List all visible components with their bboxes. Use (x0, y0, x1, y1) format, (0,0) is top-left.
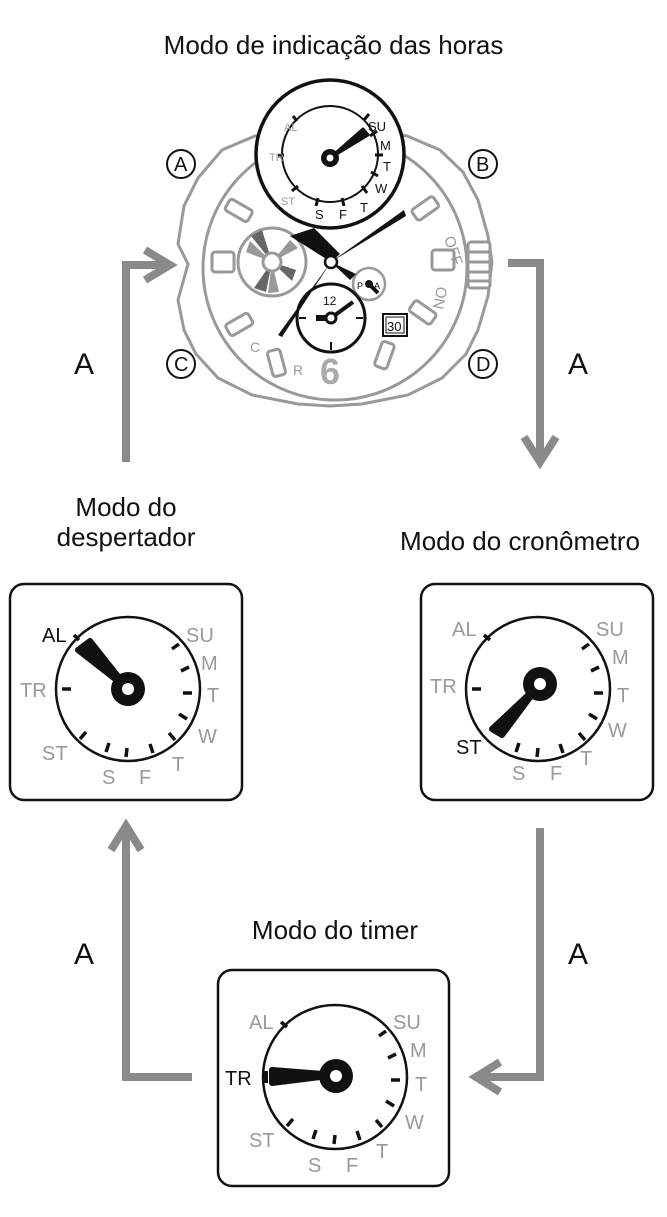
button-d-label: D (476, 354, 490, 376)
svg-text:P: P (357, 281, 363, 291)
svg-text:T: T (376, 1141, 388, 1163)
arrow-stopwatch-to-timer (478, 828, 544, 1081)
svg-text:W: W (608, 720, 627, 742)
stopwatch-st-label: ST (456, 737, 482, 759)
bezel-r-label: R (293, 362, 303, 378)
svg-text:ST: ST (281, 196, 295, 208)
svg-text:M: M (380, 138, 391, 153)
button-b-label: B (476, 154, 489, 176)
alarm-hand (75, 638, 131, 692)
time-mode-title: Modo de indicação das horas (163, 30, 504, 60)
svg-text:W: W (375, 181, 388, 196)
arrow-head-right (142, 246, 178, 284)
button-c-label: C (174, 354, 188, 376)
svg-text:ST: ST (249, 1130, 275, 1152)
alarm-mode-title-line1: Modo do (75, 492, 177, 522)
crown-on-label: ON (429, 285, 450, 310)
arrow-label-left-lower: A (74, 938, 95, 971)
svg-text:TR: TR (430, 676, 457, 698)
svg-text:W: W (405, 1112, 424, 1134)
svg-text:SU: SU (393, 1012, 421, 1034)
svg-text:SU: SU (368, 119, 386, 134)
timer-hand (269, 1067, 339, 1086)
alarm-mode-title: Modo do despertador (36, 492, 216, 552)
svg-text:T: T (415, 1074, 427, 1096)
button-a-label: A (174, 154, 188, 176)
svg-text:T: T (172, 754, 184, 776)
arrow-time-to-stopwatch (508, 259, 544, 460)
svg-text:F: F (139, 767, 151, 789)
arrow-label-right-lower: A (568, 938, 589, 971)
arrow-head-left (468, 1058, 503, 1096)
button-c-circle (166, 349, 196, 379)
svg-text:AL: AL (249, 1012, 273, 1034)
svg-text:AL: AL (284, 122, 297, 134)
svg-text:SU: SU (596, 619, 624, 641)
flow-arrows (107, 246, 560, 1096)
svg-text:T: T (207, 685, 219, 707)
svg-text:AL: AL (452, 619, 476, 641)
button-d-circle (468, 349, 498, 379)
timer-mode-title: Modo do timer (251, 915, 419, 945)
pa-dial: P A (351, 266, 387, 302)
arrow-head-down (520, 434, 560, 470)
alarm-mode-panel: AL SU M T W T F S ST TR (8, 582, 244, 802)
svg-text:M: M (612, 647, 629, 669)
date-window: 30 (382, 313, 408, 337)
arrow-alarm-to-time (122, 261, 168, 462)
svg-text:S: S (512, 763, 525, 785)
alarm-mode-title-line2: despertador (56, 522, 196, 552)
stopwatch-mode-panel: AL SU M T W T F S ST TR (419, 582, 655, 802)
svg-text:T: T (580, 748, 592, 770)
svg-text:M: M (410, 1040, 427, 1062)
svg-text:A: A (374, 281, 380, 291)
button-a-circle (166, 149, 196, 179)
crown (466, 240, 492, 290)
alarm-al-label: AL (42, 625, 66, 647)
main-hands (278, 210, 406, 337)
svg-text:ST: ST (42, 743, 68, 765)
sub-dial-bottom: 12 (295, 282, 367, 354)
svg-text:W: W (198, 726, 217, 748)
arrow-label-right-upper: A (568, 348, 589, 381)
bezel-c-label: C (250, 339, 260, 355)
svg-text:S: S (315, 207, 324, 222)
arrow-label-left-upper: A (74, 348, 95, 381)
svg-text:T: T (383, 159, 391, 174)
arrow-timer-to-alarm (122, 828, 192, 1081)
svg-text:M: M (201, 653, 218, 675)
svg-text:F: F (550, 763, 562, 785)
svg-text:F: F (339, 207, 347, 222)
svg-text:TR: TR (269, 152, 284, 164)
svg-text:12: 12 (323, 294, 337, 308)
timer-tr-label: TR (225, 1068, 252, 1090)
watch-illustration: OFF ON C R 6 P A 12 (176, 78, 494, 408)
svg-text:F: F (346, 1155, 358, 1177)
stopwatch-hand (489, 681, 543, 738)
hour-markers (210, 195, 456, 378)
svg-text:T: T (617, 685, 629, 707)
six-numeral: 6 (320, 351, 340, 392)
timer-mode-panel: AL SU M T W T F S ST TR (216, 968, 451, 1188)
svg-text:SU: SU (186, 625, 214, 647)
svg-text:S: S (308, 1155, 321, 1177)
weekday-dial: AL SU M T W T F S ST TR (254, 78, 406, 230)
stopwatch-mode-title: Modo do cronômetro (400, 526, 640, 556)
svg-text:S: S (102, 767, 115, 789)
svg-text:T: T (360, 200, 368, 215)
svg-text:TR: TR (20, 680, 47, 702)
svg-text:30: 30 (387, 319, 401, 334)
arrow-head-up (107, 818, 145, 853)
sub-dial-left (236, 226, 308, 298)
button-b-circle (468, 149, 498, 179)
